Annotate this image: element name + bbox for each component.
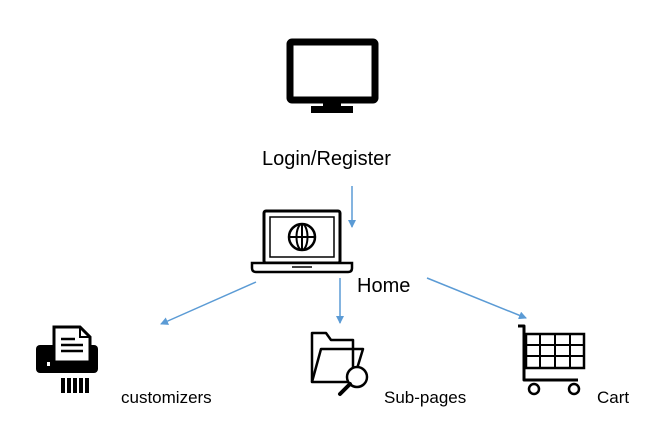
customizers-label: customizers xyxy=(121,388,212,407)
home-label: Home xyxy=(357,275,411,297)
cart-label: Cart xyxy=(597,388,630,407)
subpages-label: Sub-pages xyxy=(384,388,467,407)
laptop-globe-icon xyxy=(250,209,354,274)
arrow-home-to-cart xyxy=(426,277,527,320)
monitor-icon xyxy=(286,38,379,113)
shopping-cart-icon xyxy=(518,324,586,396)
shredder-document-icon xyxy=(36,325,98,393)
arrow-home-to-customizers xyxy=(160,281,257,325)
login-register-label: Login/Register xyxy=(262,148,391,170)
folder-search-icon xyxy=(310,331,369,396)
